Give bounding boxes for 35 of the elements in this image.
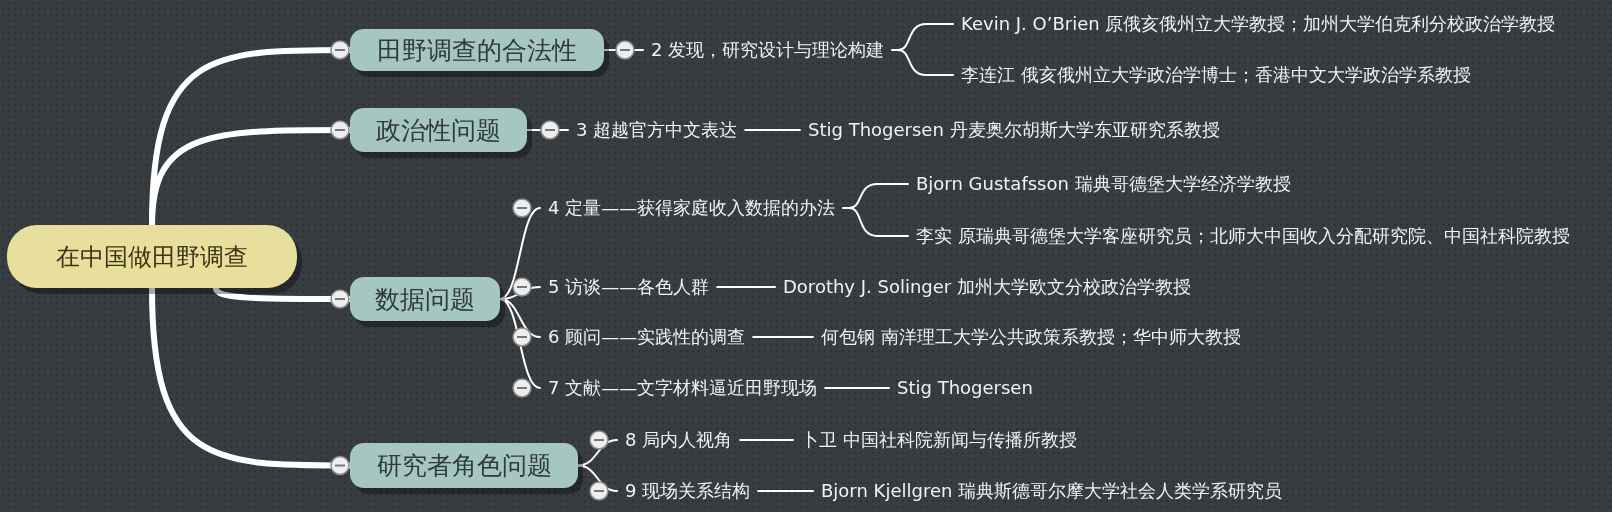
connector-line: [577, 439, 618, 467]
connector-line: [824, 387, 890, 389]
detail-text: 李连江 俄亥俄州立大学政治学博士；香港中文大学政治学系教授: [953, 62, 1479, 88]
subtopic-text: 9 现场关系结构: [617, 478, 759, 504]
connector-line: [499, 207, 541, 300]
connector-line: [499, 298, 541, 389]
connector-line: [757, 490, 814, 492]
detail-text: 卜卫 中国社科院新闻与传播所教授: [793, 427, 1085, 453]
connector-line: [739, 439, 794, 441]
topic-box: 政治性问题: [350, 108, 527, 152]
connector-line: [577, 464, 618, 492]
subtopic-text: 8 局内人视角: [617, 427, 741, 453]
brace-connector: [891, 49, 954, 76]
subtopic-text: 6 顾问——实践性的调查: [540, 324, 754, 350]
subtopic-text: 4 定量——获得家庭收入数据的办法: [540, 195, 844, 221]
connector-line: [752, 336, 814, 338]
central-topic-box: 在中国做田野调查: [7, 225, 297, 288]
subtopic-text: 2 发现，研究设计与理论构建: [643, 37, 893, 63]
brace-connector: [842, 207, 909, 237]
subtopic-text: 5 访谈——各色人群: [540, 274, 718, 300]
detail-text: 何包钢 南洋理工大学公共政策系教授；华中师大教授: [813, 324, 1249, 350]
topic-box: 数据问题: [350, 277, 500, 321]
topic-box: 田野调查的合法性: [350, 29, 604, 71]
subtopic-text: 7 文献——文字材料逼近田野现场: [540, 375, 826, 401]
connector-line: [744, 129, 801, 131]
connector-line: [716, 286, 776, 288]
detail-text: Stig Thogersen: [889, 375, 1041, 401]
detail-text: 李实 原瑞典哥德堡大学客座研究员；北师大中国收入分配研究院、中国社科院教授: [908, 223, 1578, 249]
detail-text: Stig Thogersen 丹麦奥尔胡斯大学东亚研究系教授: [800, 117, 1228, 143]
detail-text: Dorothy J. Solinger 加州大学欧文分校政治学教授: [775, 274, 1199, 300]
detail-text: Bjorn Kjellgren 瑞典斯德哥尔摩大学社会人类学系研究员: [813, 478, 1291, 504]
detail-text: Kevin J. O’Brien 原俄亥俄州立大学教授；加州大学伯克利分校政治学教授: [953, 11, 1564, 37]
subtopic-text: 3 超越官方中文表达: [568, 117, 746, 143]
topic-box: 研究者角色问题: [350, 443, 578, 488]
detail-text: Bjorn Gustafsson 瑞典哥德堡大学经济学教授: [908, 171, 1299, 197]
